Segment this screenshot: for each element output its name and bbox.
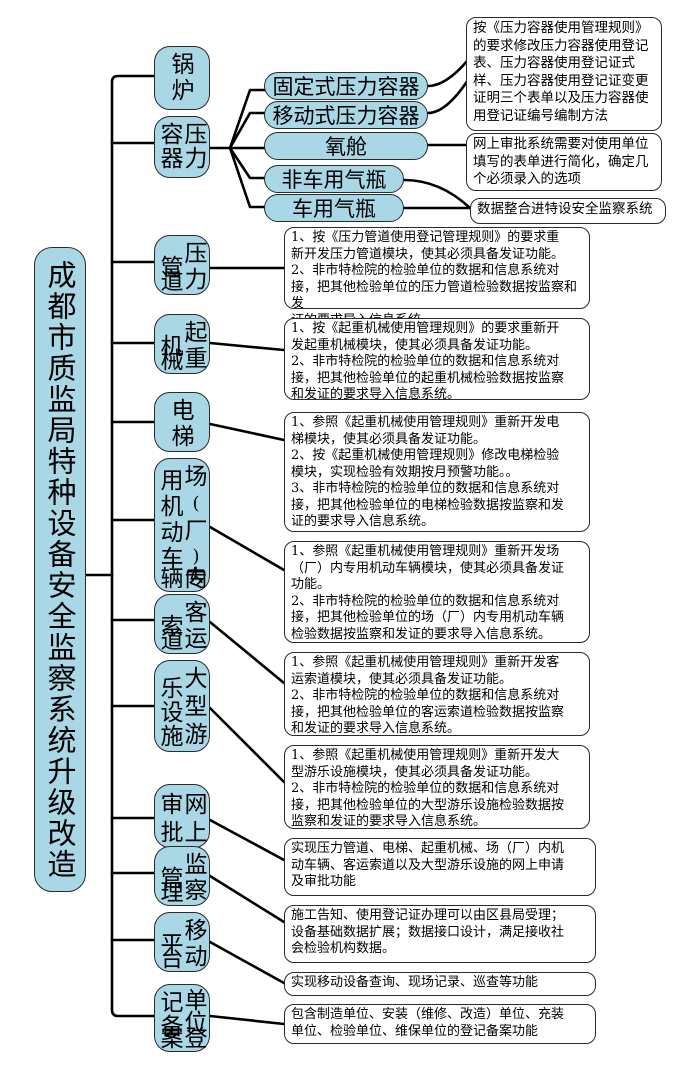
category-char: 压 — [184, 241, 208, 267]
category-char: 炉 — [171, 78, 195, 104]
note-pressure-pipeline: 1、按《压力管道使用登记管理规则》的要求重 新开发压力管道模块，使其必须具备发证… — [284, 227, 590, 328]
category-char: 移 — [184, 918, 208, 944]
category-char: 型 — [184, 694, 208, 720]
category-char: 起 — [184, 320, 208, 346]
category-char: 内 — [184, 566, 208, 592]
category-char: 理 — [160, 880, 184, 906]
note-online-approval: 实现压力管道、电梯、起重机械、场（厂）内机 动车辆、客运索道以及大型游乐设施的网… — [284, 838, 596, 896]
category-char: 批 — [160, 820, 184, 846]
category-guandao: 管压道力 — [154, 235, 210, 295]
category-char: 大 — [184, 666, 208, 692]
category-char: 设 — [160, 700, 184, 726]
category-char: 台 — [160, 946, 184, 972]
category-char: 辆 — [160, 566, 184, 592]
category-char: 单 — [184, 988, 208, 1014]
category-char: 动 — [184, 944, 208, 970]
subitem-oxygen-chamber: 氧舱 — [264, 132, 428, 160]
note-vehicle: 1、参照《起重机械使用管理规则》重新开发场 （厂）内专用机动车辆模块，使其必须具… — [284, 541, 590, 643]
category-char: 电 — [171, 398, 195, 424]
category-char: 上 — [184, 820, 208, 846]
category-guolu: 锅炉 — [154, 46, 210, 110]
category-char: 审 — [160, 792, 184, 818]
note-lifting-machinery: 1、按《起重机械使用管理规则》的要求重新开 发起重机械模块，使其必须具备发证功能… — [284, 318, 590, 402]
category-char: 备 — [160, 1014, 184, 1040]
note-gas-cylinder: 数据整合进特设安全监察系统 — [470, 198, 666, 224]
note-ropeway: 1、参照《起重机械使用管理规则》重新开发客 运索道模块，使其必须具备发证功能。 … — [284, 652, 590, 736]
subitem-non-vehicle-cylinder: 非车用气瓶 — [264, 165, 404, 193]
category-char: 重 — [184, 346, 208, 372]
category-char: 管 — [160, 255, 184, 281]
category-char: 客 — [184, 600, 208, 626]
category-char: 登 — [184, 1026, 208, 1052]
system-title: 成都市质监局特种设备安全监察系统升级改造 — [34, 247, 86, 892]
category-cheliang: 用场机 ( 动厂车) 辆内专 — [154, 458, 210, 592]
category-char: 场 — [184, 464, 208, 490]
category-char: 察 — [184, 878, 208, 904]
category-char: 机 — [160, 494, 184, 520]
category-char: 车 — [160, 546, 184, 572]
category-char: 器 — [160, 146, 184, 172]
category-jiancha: 管监理察 — [154, 846, 210, 906]
category-char: ( — [192, 493, 200, 514]
category-char: 厂 — [184, 518, 208, 544]
category-char: 机 — [160, 334, 184, 360]
category-char: 游 — [184, 722, 208, 748]
category-yidong: 平移台动 — [154, 912, 210, 972]
category-char: 容 — [160, 122, 184, 148]
category-char: 施 — [160, 724, 184, 750]
category-char: 锅 — [171, 52, 195, 78]
note-pressure-vessel-rules: 按《压力容器使用管理规则》 的要求修改压力容器使用登记 表、压力容器使用登记证式… — [466, 17, 662, 131]
category-char: 案 — [160, 1026, 184, 1052]
category-char: ) — [192, 546, 200, 567]
category-suodao: 索客道运 — [154, 594, 210, 654]
category-char: 用 — [160, 468, 184, 494]
category-rongqi: 容压器力 — [154, 116, 210, 178]
category-char: 平 — [160, 932, 184, 958]
subitem-mobile-pressure-vessel: 移动式压力容器 — [264, 101, 428, 129]
category-char: 压 — [184, 122, 208, 148]
category-char: 位 — [184, 1010, 208, 1036]
category-char: 动 — [160, 520, 184, 546]
note-supervision: 施工告知、使用登记证办理可以由区县局受理； 设备基础数据扩展；数据接口设计，满足… — [284, 905, 596, 963]
category-char: 乐 — [160, 676, 184, 702]
note-oxygen-chamber: 网上审批系统需要对使用单位 填写的表单进行简化，确定几 个必须录入的选项 — [466, 133, 662, 191]
category-shenpi: 审网批上 — [154, 784, 210, 848]
category-char: 监 — [184, 852, 208, 878]
note-unit-registration: 包含制造单位、安装（维修、改造）单位、充装 单位、检验单位、维保单位的登记备案功… — [284, 1004, 596, 1044]
category-dianti: 电梯 — [154, 392, 210, 452]
note-elevator: 1、参照《起重机械使用管理规则》重新开发电 梯模块，使其必须具备发证功能。 2、… — [284, 412, 590, 532]
subitem-fixed-pressure-vessel: 固定式压力容器 — [264, 72, 428, 100]
category-char: 管 — [160, 866, 184, 892]
category-char: 网 — [184, 792, 208, 818]
category-youle: 乐大设型施游 — [154, 660, 210, 752]
category-char: 力 — [184, 146, 208, 172]
category-char: 索 — [160, 614, 184, 640]
category-char: 运 — [184, 626, 208, 652]
category-char: 道 — [160, 269, 184, 295]
category-char: 记 — [160, 990, 184, 1016]
category-char: 道 — [160, 628, 184, 654]
note-amusement: 1、参照《起重机械使用管理规则》重新开发大 型游乐设施模块，使其必须具备发证功能… — [284, 745, 590, 829]
category-char: 械 — [160, 348, 184, 374]
category-char: 专 — [184, 566, 208, 592]
category-beian: 记单备位案登 — [154, 984, 210, 1052]
category-qizhong: 机起械重 — [154, 314, 210, 374]
subitem-vehicle-cylinder: 车用气瓶 — [264, 194, 404, 222]
category-char: 力 — [184, 267, 208, 293]
category-char: 梯 — [171, 424, 195, 450]
note-mobile-platform: 实现移动设备查询、现场记录、巡查等功能 — [284, 972, 596, 996]
